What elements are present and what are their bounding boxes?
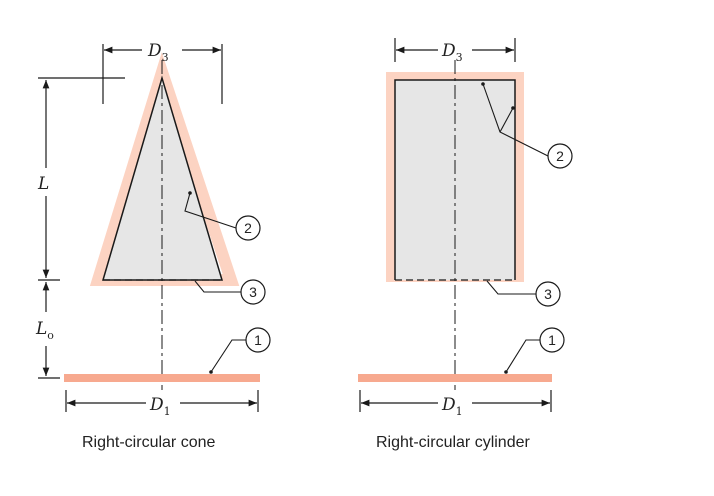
cone-d3-label: D3 (147, 41, 169, 64)
cylinder-callout-1-circle (539, 327, 565, 353)
cylinder-figure: D3 D1 2 3 1 (358, 38, 573, 418)
cone-callout-1-circle (245, 327, 271, 353)
cylinder-caption: Right-circular cylinder (376, 434, 530, 451)
cone-d1-label: D1 (149, 395, 171, 418)
cone-callout-2-circle (235, 215, 261, 241)
cylinder-d3-label: D3 (441, 41, 463, 64)
cone-callout-1-number: 1 (254, 332, 262, 348)
cylinder-disk-surface-1 (358, 374, 552, 382)
cone-callout-1-leader (210, 339, 246, 373)
cone-disk-surface-1 (64, 374, 260, 382)
cylinder-callout-3-leader (486, 280, 536, 295)
cylinder-callout-2-circle (547, 143, 573, 169)
cone-callout-3-number: 3 (249, 284, 257, 300)
cone-lo-label: Lo (35, 319, 54, 342)
cone-figure: D3 L Lo D1 2 3 1 (35, 41, 271, 418)
cylinder-d1-label: D1 (441, 395, 463, 418)
cone-callout-3-circle (240, 279, 266, 305)
cylinder-callout-1-number: 1 (548, 332, 556, 348)
cylinder-callout-2-number: 2 (556, 148, 564, 164)
cylinder-callout-3-circle (535, 281, 561, 307)
cone-caption: Right-circular cone (82, 434, 216, 451)
cone-callout-2-number: 2 (244, 220, 252, 236)
cone-callout-2-leader (184, 192, 237, 229)
cylinder-callout-1-leader (505, 339, 540, 373)
cone-l-label: L (37, 174, 49, 194)
cylinder-callout-3-number: 3 (544, 286, 552, 302)
cone-callout-3-leader (194, 280, 241, 293)
